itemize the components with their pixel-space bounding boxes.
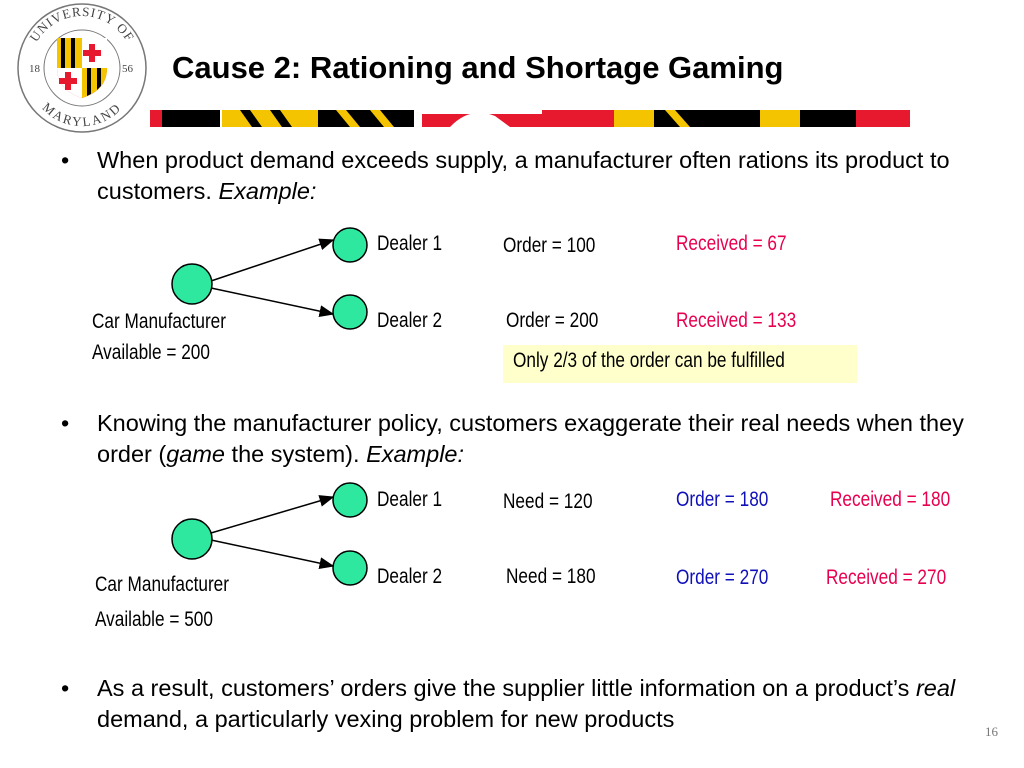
bullet-marker: • bbox=[61, 410, 70, 436]
manufacturer-label-2: Car Manufacturer bbox=[95, 573, 229, 596]
bullet-text-game: game bbox=[166, 441, 226, 467]
dealer2-label-2: Dealer 2 bbox=[377, 565, 443, 588]
slide-title: Cause 2: Rationing and Shortage Gaming bbox=[172, 50, 784, 85]
university-of-maryland-seal: UNIVERSITY OF MARYLAND 18 56 bbox=[17, 3, 147, 133]
bullet-text: Knowing the manufacturer policy, custome… bbox=[97, 408, 981, 470]
svg-text:18: 18 bbox=[29, 63, 41, 75]
bullet-text-main: Knowing the manufacturer policy, custome… bbox=[97, 410, 964, 467]
bullet-text-real: real bbox=[915, 675, 956, 701]
fulfillment-note: Only 2/3 of the order can be fulfilled bbox=[503, 345, 857, 383]
bullet-text-cont: the system). bbox=[225, 441, 367, 467]
bullet-text-main: When product demand exceeds supply, a ma… bbox=[97, 147, 950, 204]
bullet-marker: • bbox=[61, 675, 70, 701]
fulfillment-note-text: Only 2/3 of the order can be fulfilled bbox=[513, 349, 785, 372]
dealer2-order-2: Order = 270 bbox=[676, 566, 769, 589]
bullet-text-main: As a result, customers’ orders give the … bbox=[97, 675, 916, 701]
dealer2-received: Received = 133 bbox=[676, 309, 797, 332]
dealer1-order: Order = 100 bbox=[503, 234, 596, 257]
dealer2-received-2: Received = 270 bbox=[826, 566, 947, 589]
dealer1-label: Dealer 1 bbox=[377, 232, 443, 255]
bullet-text-example: Example: bbox=[366, 441, 465, 467]
bullet-text-example: Example: bbox=[218, 178, 317, 204]
dealer1-order-2: Order = 180 bbox=[676, 488, 769, 511]
bullet-text: As a result, customers’ orders give the … bbox=[97, 673, 981, 735]
dealer2-node-2 bbox=[332, 550, 368, 586]
manufacturer-available: Available = 200 bbox=[92, 341, 210, 364]
dealer1-node-2 bbox=[332, 482, 368, 518]
maryland-flag-banner bbox=[150, 110, 910, 127]
manufacturer-node bbox=[171, 263, 213, 305]
page-number: 16 bbox=[985, 724, 998, 739]
bullet-rationing: • When product demand exceeds supply, a … bbox=[61, 145, 981, 209]
dealer2-node bbox=[332, 294, 368, 330]
bullet-result: • As a result, customers’ orders give th… bbox=[61, 673, 981, 737]
bullet-text-cont: demand, a particularly vexing problem fo… bbox=[97, 706, 675, 732]
bullet-text: When product demand exceeds supply, a ma… bbox=[97, 145, 981, 207]
dealer2-label: Dealer 2 bbox=[377, 309, 443, 332]
dealer1-need: Need = 120 bbox=[503, 490, 593, 513]
dealer1-received: Received = 67 bbox=[676, 232, 787, 255]
dealer1-node bbox=[332, 227, 368, 263]
dealer2-need: Need = 180 bbox=[506, 565, 596, 588]
bullet-gaming: • Knowing the manufacturer policy, custo… bbox=[61, 408, 981, 472]
dealer1-received-2: Received = 180 bbox=[830, 488, 951, 511]
manufacturer-node-2 bbox=[171, 518, 213, 560]
svg-text:56: 56 bbox=[122, 63, 134, 75]
dealer1-label-2: Dealer 1 bbox=[377, 488, 443, 511]
manufacturer-available-2: Available = 500 bbox=[95, 608, 213, 631]
dealer2-order: Order = 200 bbox=[506, 309, 599, 332]
bullet-marker: • bbox=[61, 147, 70, 173]
manufacturer-label: Car Manufacturer bbox=[92, 310, 226, 333]
